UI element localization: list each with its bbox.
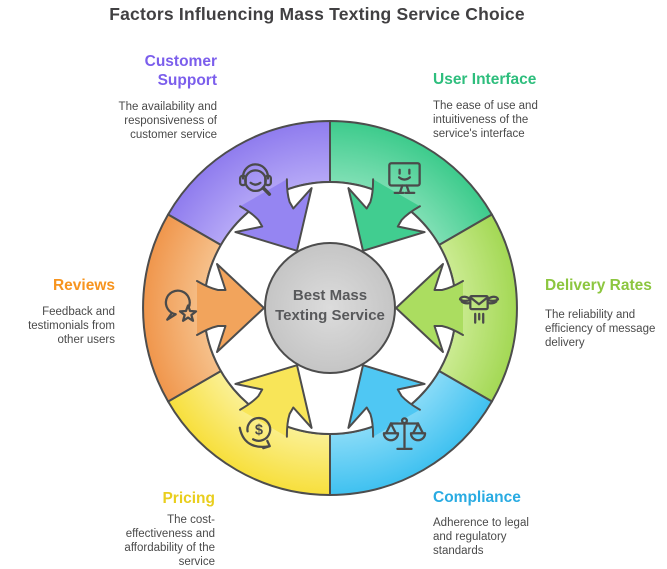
- factor-label-customer-support: Customer Support: [144, 53, 217, 89]
- headset-icon: [238, 163, 273, 196]
- center-circle: [264, 242, 396, 374]
- factor-description-pricing: The cost-effectiveness and affordability…: [124, 514, 215, 568]
- center-title: Best Mass Texting Service: [245, 286, 415, 326]
- factor-block-reviews: Reviews Feedback and testimonials from o…: [0, 276, 115, 347]
- winged-mail-icon: [458, 294, 500, 324]
- factor-block-customer-support: Customer Support The availability and re…: [87, 52, 217, 142]
- factor-block-user-interface: User Interface The ease of use and intui…: [433, 70, 553, 141]
- factor-label-reviews: Reviews: [52, 277, 115, 294]
- factor-description-user-interface: The ease of use and intuitiveness of the…: [433, 100, 538, 140]
- factor-block-pricing: Pricing The cost-effectiveness and affor…: [103, 489, 215, 569]
- factor-description-customer-support: The availability and responsiveness of c…: [118, 101, 217, 141]
- factor-description-compliance: Adherence to legal and regulatory standa…: [433, 517, 529, 557]
- monitor-smile-icon: [388, 162, 421, 194]
- factor-block-delivery-rates: Delivery Rates The reliability and effic…: [545, 276, 663, 350]
- balance-scale-icon: [382, 417, 427, 451]
- arrow-customer-support: [234, 178, 313, 252]
- arrow-compliance: [347, 364, 426, 438]
- center-title-line2: Texting Service: [275, 307, 385, 324]
- arrow-pricing: [234, 364, 313, 438]
- factor-label-user-interface: User Interface: [433, 71, 537, 88]
- factor-label-delivery-rates: Delivery Rates: [545, 277, 652, 294]
- factor-description-delivery-rates: The reliability and efficiency of messag…: [545, 309, 656, 349]
- arrow-user-interface: [347, 178, 426, 252]
- factor-block-compliance: Compliance Adherence to legal and regula…: [433, 488, 541, 558]
- svg-text:$: $: [255, 423, 263, 439]
- dollar-discount-icon: $: [238, 416, 272, 450]
- page-title: Factors Influencing Mass Texting Service…: [109, 4, 525, 24]
- chat-star-icon: [164, 289, 198, 322]
- factor-label-pricing: Pricing: [162, 490, 215, 507]
- center-title-line1: Best Mass: [292, 287, 368, 304]
- factor-description-reviews: Feedback and testimonials from other use…: [28, 306, 115, 346]
- factor-label-compliance: Compliance: [433, 489, 521, 506]
